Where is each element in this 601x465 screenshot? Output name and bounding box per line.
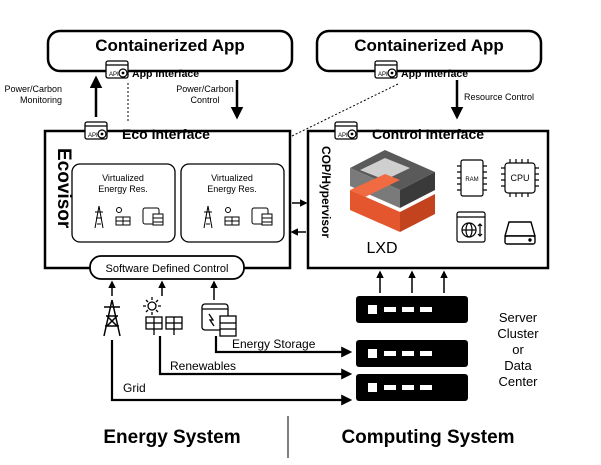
grid-label: Grid <box>123 381 146 395</box>
svg-text:Server: Server <box>499 310 538 325</box>
mini-storage-icon <box>142 207 164 226</box>
mini-solar-icon <box>115 207 131 226</box>
control-interface-api-icon: API <box>334 121 358 140</box>
right-app-api-icon: API <box>374 60 398 79</box>
virtualized-energy-box-2: Virtualized Energy Res. <box>180 163 285 243</box>
eco-interface-api-icon: API <box>84 121 108 140</box>
svg-text:API: API <box>378 72 388 78</box>
transmission-tower-icon <box>103 299 121 337</box>
right-app-title: Containerized App <box>354 36 504 55</box>
computing-system-label: Computing System <box>341 427 514 448</box>
control-label-1: Power/Carbon <box>176 84 234 94</box>
svg-text:CPU: CPU <box>510 173 529 183</box>
svg-text:Data: Data <box>504 358 532 373</box>
eco-interface-label: Eco Interface <box>122 126 210 142</box>
virtualized-label-2b: Energy Res. <box>207 184 257 194</box>
server-label: Server Cluster or Data Center <box>497 310 539 389</box>
energy-storage-label: Energy Storage <box>232 337 316 351</box>
cop-hypervisor-title: COP/Hypervisor <box>319 146 333 238</box>
svg-text:API: API <box>338 133 348 139</box>
virtualized-energy-box-1: Virtualized Energy Res. <box>71 163 176 243</box>
monitoring-label-2: Monitoring <box>20 95 62 105</box>
cpu-icon: CPU <box>501 159 539 197</box>
solar-panel-icon <box>143 297 183 335</box>
lxd-label: LXD <box>366 240 397 257</box>
grid-line <box>110 340 353 406</box>
mini-storage-icon <box>251 207 273 226</box>
software-defined-control-label: Software Defined Control <box>106 263 229 275</box>
mini-grid-icon <box>94 205 104 229</box>
virtualized-label-2a: Virtualized <box>211 173 253 183</box>
energy-system-label: Energy System <box>103 427 240 448</box>
right-containerized-app: Containerized App <box>315 29 543 73</box>
right-app-interface-label: App Interface <box>401 68 468 80</box>
lxd-logo: LXD <box>350 150 435 257</box>
virtualized-label-1a: Virtualized <box>102 173 144 183</box>
svg-text:Cluster: Cluster <box>497 326 539 341</box>
mini-grid-icon <box>203 205 213 229</box>
control-interface-label: Control Interface <box>372 126 484 142</box>
svg-text:Center: Center <box>498 374 538 389</box>
battery-storage-icon <box>201 303 237 337</box>
left-app-title: Containerized App <box>95 36 245 55</box>
renewables-line <box>158 336 353 380</box>
svg-text:RAM: RAM <box>465 177 478 183</box>
monitoring-label-1: Power/Carbon <box>4 84 62 94</box>
storage-drive-icon <box>504 221 536 245</box>
network-icon <box>456 211 486 243</box>
control-label-2: Control <box>190 95 219 105</box>
software-defined-control: Software Defined Control <box>89 255 245 280</box>
renewables-label: Renewables <box>170 359 236 373</box>
server-stack <box>356 296 468 401</box>
left-app-api-icon: API <box>105 60 129 79</box>
svg-text:API: API <box>88 133 98 139</box>
ram-icon: RAM <box>457 159 487 197</box>
left-app-interface-label: App Interface <box>132 68 199 80</box>
virtualized-label-1b: Energy Res. <box>98 184 148 194</box>
resource-control-label: Resource Control <box>464 92 534 102</box>
left-containerized-app: Containerized App <box>46 29 294 73</box>
mini-solar-icon <box>224 207 240 226</box>
svg-text:or: or <box>512 342 524 357</box>
energy-storage-line <box>214 336 353 358</box>
ecovisor-title: Ecovisor <box>53 148 74 229</box>
svg-text:API: API <box>109 72 119 78</box>
